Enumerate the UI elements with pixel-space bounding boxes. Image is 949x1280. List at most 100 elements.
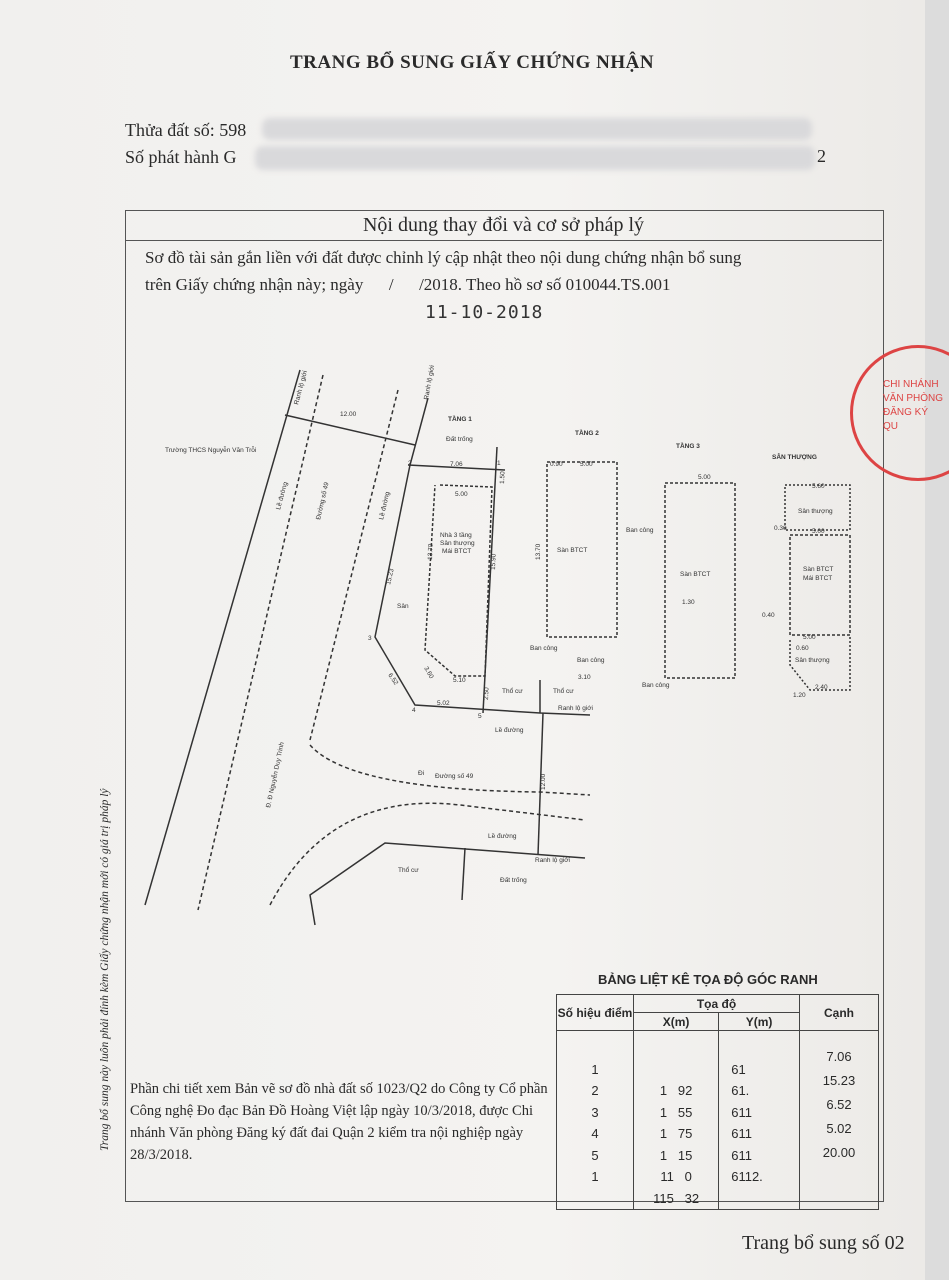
diagram-label: Thổ cư — [398, 866, 419, 874]
dimension: 0.90 — [550, 461, 563, 468]
header-coord: Tọa độ — [633, 994, 800, 1013]
page-title: TRANG BỔ SUNG GIẤY CHỨNG NHẬN — [290, 52, 655, 73]
diagram-label: Đi — [418, 770, 424, 777]
dimension: 5.00 — [803, 634, 816, 641]
dimension: 3.60 — [422, 666, 435, 681]
cell: 15.23 — [822, 1073, 856, 1088]
dimension: 12.00 — [340, 411, 357, 418]
diagram-label: Ban công — [530, 645, 558, 652]
diagram-label: Sân — [397, 603, 409, 610]
cell: 4 — [591, 1126, 599, 1141]
section-line-1: Sơ đồ tài sản gắn liền với đất được chỉn… — [145, 248, 742, 267]
floor-3-outline — [664, 482, 736, 679]
cell: 1 — [591, 1061, 599, 1077]
floor-2-outline — [546, 461, 618, 638]
dimension: 5.00 — [698, 474, 711, 481]
cell: 61. — [731, 1083, 750, 1098]
col-points: 1 2 3 4 5 1 — [556, 1030, 634, 1210]
diagram-label: Ranh lộ giới — [558, 705, 593, 712]
dimension: 15.23 — [385, 568, 396, 586]
header-y: Y(m) — [718, 1012, 800, 1031]
cell: 3 — [591, 1104, 599, 1120]
header-edge: Cạnh — [799, 994, 879, 1031]
dimension: 5.00 — [455, 491, 468, 498]
diagram-label: Mái BTCT — [803, 575, 832, 582]
diagram-label: Mái BTCT — [442, 548, 471, 555]
diagram-label: Lề đường — [273, 480, 289, 510]
lot-boundary — [374, 397, 591, 716]
diagram-label: Sân thượng — [440, 540, 475, 547]
table-title: BẢNG LIỆT KÊ TỌA ĐỘ GÓC RANH — [598, 972, 818, 987]
cell: 1 — [591, 1169, 599, 1184]
diagram-label: Sàn BTCT — [680, 571, 710, 578]
dimension: 1.30 — [682, 599, 695, 606]
dimension: 2.40 — [815, 684, 828, 691]
section-line-2: trên Giấy chứng nhận này; ngày / /2018. … — [145, 275, 671, 294]
cell: 20.00 — [822, 1145, 856, 1160]
diagram-label: Ban công — [626, 527, 654, 534]
page-footer: Trang bổ sung số 02 — [742, 1232, 905, 1254]
diagram-label: Thổ cư — [502, 687, 523, 695]
dimension: 12.00 — [540, 773, 547, 790]
floor-label: SÂN THƯỢNG — [772, 452, 817, 461]
dimension: 1.50 — [499, 471, 506, 484]
roof-top-outline — [784, 484, 851, 531]
reference-note: Phần chi tiết xem Bản vẽ sơ đồ nhà đất s… — [130, 1081, 548, 1163]
cell: 1 75 — [659, 1126, 693, 1141]
redaction — [255, 146, 815, 170]
dimension: 5.00 — [580, 461, 593, 468]
header-point: Số hiệu điểm — [556, 994, 634, 1031]
diagram-label: Thổ cư — [553, 687, 574, 695]
dimension: 1.20 — [793, 692, 806, 699]
diagram-label: Lề đường — [376, 490, 391, 520]
diagram-label: Lề đường — [488, 831, 517, 840]
handwritten-date: 11-10-2018 — [425, 302, 544, 323]
cell: 5 — [591, 1147, 599, 1163]
cell: 2 — [591, 1083, 599, 1098]
point-label: 3 — [368, 635, 372, 642]
dimension: 13.70 — [535, 543, 542, 560]
diagram-label: Đường số 49 — [313, 481, 330, 521]
point-label: 2 — [408, 460, 412, 467]
dimension: 15.90 — [490, 553, 498, 570]
issue-number: Số phát hành G — [125, 147, 237, 167]
diagram-label: Sàn BTCT — [557, 547, 587, 554]
floor-label: TẦNG 2 — [575, 427, 599, 437]
diagram-label: Đ. Đ Nguyễn Duy Trinh — [263, 741, 286, 809]
cell: 6.52 — [826, 1097, 852, 1112]
point-label: 5 — [478, 713, 482, 720]
diagram-label: Nhà 3 tầng — [440, 530, 472, 539]
cell: 1 92 — [659, 1083, 693, 1098]
cell: 611 — [731, 1104, 752, 1120]
dimension: 3.10 — [578, 674, 591, 681]
dimension: 5.00 — [812, 528, 825, 535]
content-box — [125, 210, 884, 1202]
cell: 1 55 — [659, 1104, 693, 1120]
cell: 6112. — [731, 1169, 763, 1184]
cell: 115 32 — [653, 1190, 700, 1206]
cell: 1 15 — [659, 1147, 693, 1163]
cell: 5.02 — [826, 1121, 852, 1136]
diagram-label: Đường số 49 — [435, 771, 474, 780]
cell: 611 — [731, 1126, 752, 1141]
dimension: 7.06 — [450, 461, 463, 468]
dimension: 0.60 — [796, 645, 809, 652]
dimension: 0.30 — [774, 525, 787, 532]
dimension: 0.40 — [762, 612, 775, 619]
diagram-label: Lề đường — [495, 725, 524, 734]
cell: 611 — [731, 1147, 752, 1163]
diagram-label: Ranh lộ giới — [535, 857, 570, 864]
sidewalk-line — [197, 374, 324, 911]
roof-outline — [789, 534, 851, 636]
diagram-label: Ban công — [642, 682, 670, 689]
side-note: Trang bổ sung này luôn phải đính kèm Giấ… — [99, 788, 111, 1152]
dimension: 13.70 — [427, 543, 435, 560]
diagram-label: Trường THCS Nguyễn Văn Trỗi — [165, 445, 256, 454]
dimension: 5.02 — [437, 700, 450, 707]
section-heading: Nội dung thay đổi và cơ sở pháp lý — [125, 210, 882, 241]
